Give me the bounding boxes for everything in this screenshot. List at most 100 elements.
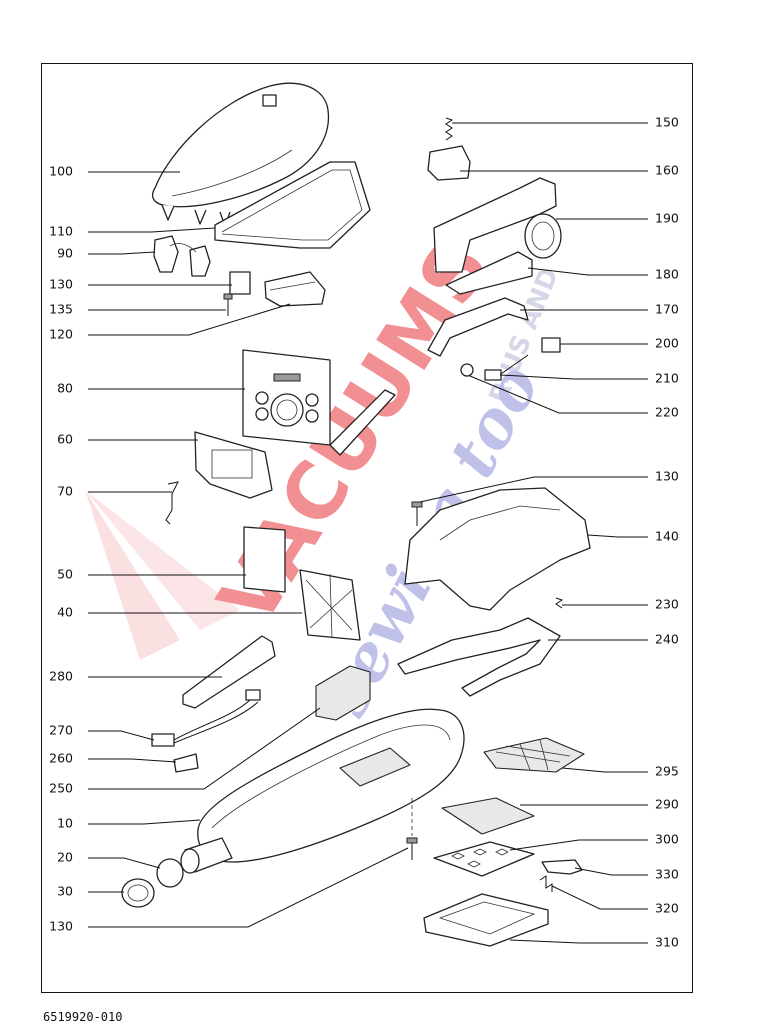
part-label: 200 [655,336,679,351]
leader-line [561,767,648,773]
leader-line [88,227,216,233]
leader-line [419,476,648,503]
callout-20: 20 [57,850,161,869]
leader-line [88,251,156,255]
part-label: 100 [49,164,73,179]
leader-line [88,758,177,763]
callout-30: 30 [57,884,124,899]
part-label: 300 [655,832,679,847]
callout-210: 210 [499,371,679,386]
callout-200: 200 [560,336,679,351]
leader-line [88,857,161,869]
part-label: 230 [655,597,679,612]
part-label: 290 [655,797,679,812]
diagram-frame [41,63,693,993]
part-130-screw-upper [411,501,423,526]
callout-270: 270 [49,723,155,741]
part-label: 80 [57,381,73,396]
leader-line [499,374,648,380]
callout-295: 295 [561,764,679,779]
part-label: 70 [57,484,73,499]
callout-130: 130 [49,847,409,934]
document-number: 6519920-010 [43,1010,123,1024]
part-300-hex-filter [433,841,535,877]
callout-130: 130 [419,469,679,503]
part-190-handle [433,177,562,273]
callout-140: 140 [587,529,679,544]
part-label: 180 [655,267,679,282]
part-290-pad [441,797,535,835]
part-130-screw-bottom [406,798,418,860]
callout-100: 100 [49,164,180,179]
callout-310: 310 [509,935,679,950]
part-label: 330 [655,867,679,882]
callout-110: 110 [49,224,216,239]
leader-line [88,847,409,928]
part-label: 140 [655,529,679,544]
callout-160: 160 [460,163,679,178]
part-130-switch [229,271,251,295]
part-label: 160 [655,163,679,178]
part-label: 210 [655,371,679,386]
part-label: 170 [655,302,679,317]
callout-170: 170 [520,302,679,317]
part-label: 295 [655,764,679,779]
part-label: 40 [57,605,73,620]
part-280-strip [182,635,276,709]
part-20-ring [156,858,184,888]
part-50-filter-pad [243,526,286,593]
part-label: 260 [49,751,73,766]
callout-135: 135 [49,302,226,317]
part-label: 190 [655,211,679,226]
part-60-bracket [194,431,273,499]
part-labels-right: 150 160 190 180 170 200 210 220 130 140 230 240 295 2… [419,115,679,950]
part-label: 250 [49,781,73,796]
callout-320: 320 [551,885,679,916]
part-label: 60 [57,432,73,447]
leader-line [587,534,648,538]
callout-130: 130 [49,277,232,292]
callout-230: 230 [562,597,679,612]
part-label: 30 [57,884,73,899]
part-260-plug [173,753,199,773]
part-label: 320 [655,901,679,916]
callout-180: 180 [527,267,679,282]
part-110-cover-frame [214,161,371,249]
part-label: 150 [655,115,679,130]
part-label: 130 [49,277,73,292]
callout-120: 120 [49,303,291,342]
leader-line [88,730,155,741]
part-label: 220 [655,405,679,420]
part-label: 110 [49,224,73,239]
part-label: 270 [49,723,73,738]
watermark: VACUUMS R-US AND sewing too [85,225,565,728]
callout-220: 220 [469,375,679,420]
callout-300: 300 [509,832,679,851]
part-80-filter-holder [242,349,396,456]
part-295-grille [483,737,585,773]
callout-250: 250 [49,707,321,796]
callout-70: 70 [57,484,172,499]
leader-line [509,939,648,944]
part-220-gear [460,363,474,377]
leader-line [88,303,291,336]
part-label: 130 [655,469,679,484]
part-150-spring [445,117,454,141]
callout-80: 80 [57,381,245,396]
part-label: 120 [49,327,73,342]
part-170-handle-cover [427,297,529,357]
part-330-catch [541,859,583,875]
leader-line [574,867,648,876]
leader-line [509,839,648,851]
part-40-filter-frame [299,569,361,641]
part-label: 90 [57,246,73,261]
part-10-body [180,708,465,874]
part-135-screw [223,293,233,316]
part-label: 240 [655,632,679,647]
callout-190: 190 [556,211,679,226]
part-320-spring [539,875,553,892]
part-240-frame [397,617,561,697]
part-label: 20 [57,850,73,865]
callout-10: 10 [57,816,201,831]
